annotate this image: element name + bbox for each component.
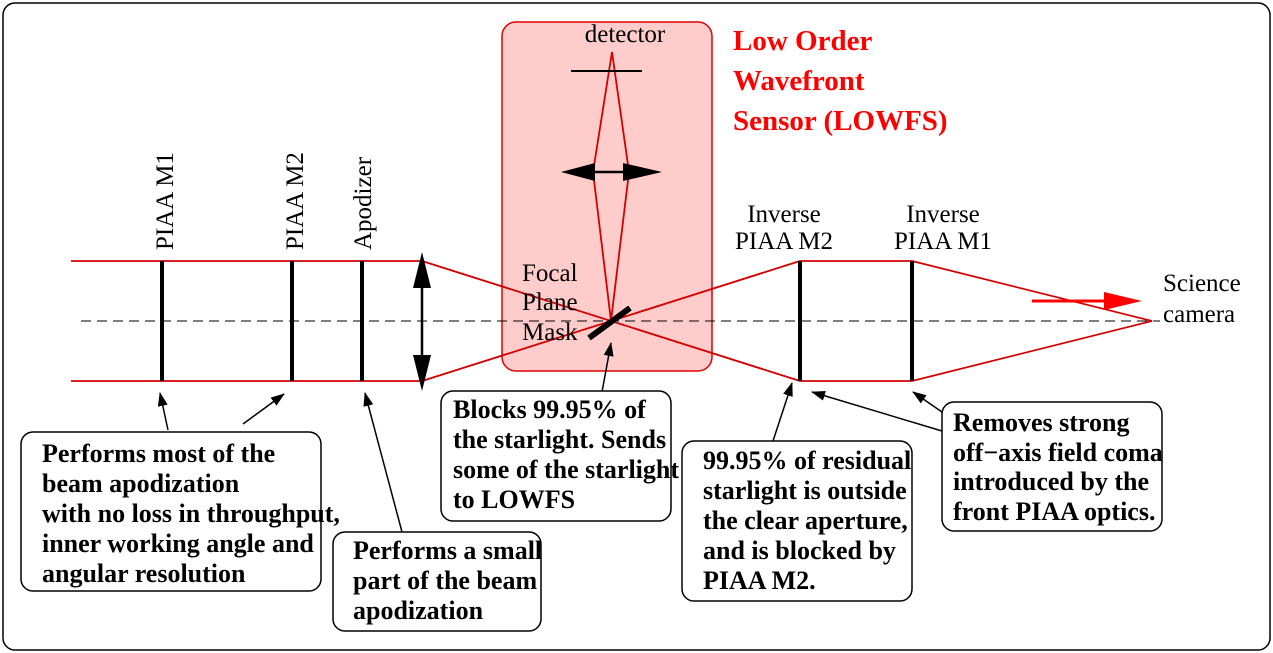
callout-text-apodizer: Performs a small part of the beam apodiz… (353, 536, 542, 625)
pointer-to-piaa-m2 (242, 393, 285, 425)
callout-line: inner working angle and (42, 529, 314, 558)
title-line: Sensor (LOWFS) (733, 105, 948, 137)
pointer-to-inverse-piaa-m2 (811, 390, 943, 432)
focal-plane-mask (587, 305, 632, 341)
pointer-to-mask (601, 342, 614, 393)
label-piaa-m1: PIAA M1 (152, 152, 179, 250)
lowfs-region (501, 21, 713, 372)
label-detector: detector (585, 21, 666, 48)
pointer-to-apodizer (363, 392, 403, 533)
label-inverse-piaa-m2: Inverse PIAA M2 (735, 201, 833, 255)
beam-to-camera-bottom (911, 320, 1153, 382)
callout-line: angular resolution (42, 559, 246, 588)
focusing-lens-icon (413, 252, 431, 391)
label-line: camera (1163, 301, 1235, 328)
callout-line: and is blocked by (703, 536, 896, 565)
title-line: Low Order (733, 25, 872, 57)
label-piaa-m2: PIAA M2 (282, 152, 309, 250)
callout-line: starlight is outside (703, 476, 907, 505)
label-apodizer: Apodizer (350, 156, 377, 250)
label-line: Inverse (906, 201, 980, 228)
callout-line: to LOWFS (453, 485, 575, 514)
callout-line: front PIAA optics. (953, 497, 1155, 526)
label-line: Focal (522, 260, 578, 287)
callout-line: PIAA M2. (703, 566, 816, 595)
callout-line: beam apodization (42, 469, 240, 498)
callout-line: the starlight. Sends (453, 425, 666, 454)
label-focal-plane-mask: Focal Plane Mask (522, 260, 578, 346)
label-inverse-piaa-m1: Inverse PIAA M1 (894, 201, 992, 255)
callout-line: the clear aperture, (703, 506, 908, 535)
callout-line: off−axis field coma (953, 438, 1163, 467)
label-line: PIAA M1 (894, 228, 992, 255)
callout-text-inverse-m1: Removes strong off−axis field coma intro… (953, 408, 1163, 526)
callout-line: part of the beam (353, 566, 537, 595)
lowfs-title: Low Order Wavefront Sensor (LOWFS) (733, 25, 948, 137)
pointer-to-inverse-piaa-m2-edge (772, 382, 793, 442)
beam-to-camera-top (911, 260, 1153, 322)
callout-line: 99.95% of residual (703, 446, 911, 475)
callout-line: Performs a small (353, 536, 542, 565)
callout-line: introduced by the (953, 467, 1149, 496)
callout-text-mask: Blocks 99.95% of the starlight. Sends so… (453, 395, 679, 514)
label-science-camera: Science camera (1163, 270, 1241, 328)
callout-box-inverse-m1 (941, 401, 1163, 532)
callout-text-inverse-m2: 99.95% of residual starlight is outside … (703, 446, 911, 595)
label-line: Plane (522, 289, 578, 316)
pointer-to-piaa-m1 (157, 392, 169, 431)
label-line: Mask (522, 319, 578, 346)
lowfs-beam (592, 51, 630, 322)
callout-text-piaa-front: Performs most of the beam apodization wi… (42, 439, 340, 588)
callout-line: Blocks 99.95% of (453, 395, 646, 424)
pointer-to-inverse-piaa-m1 (912, 391, 943, 413)
callout-box-mask (440, 390, 672, 522)
title-line: Wavefront (733, 65, 865, 97)
lowfs-lens-icon (561, 163, 662, 181)
callout-line: apodization (353, 596, 484, 625)
callout-line: Performs most of the (42, 439, 275, 468)
callout-box-piaa-front (20, 431, 322, 592)
callout-line: Removes strong (953, 408, 1129, 437)
label-line: PIAA M2 (735, 228, 833, 255)
label-line: Inverse (747, 201, 821, 228)
label-line: Science (1163, 270, 1241, 297)
beam-direction-arrow-icon (1032, 292, 1142, 310)
callout-line: with no loss in throughput, (42, 499, 340, 528)
callout-box-inverse-m2 (681, 440, 913, 602)
callout-line: some of the starlight (453, 455, 679, 484)
callout-box-apodizer (332, 531, 542, 632)
